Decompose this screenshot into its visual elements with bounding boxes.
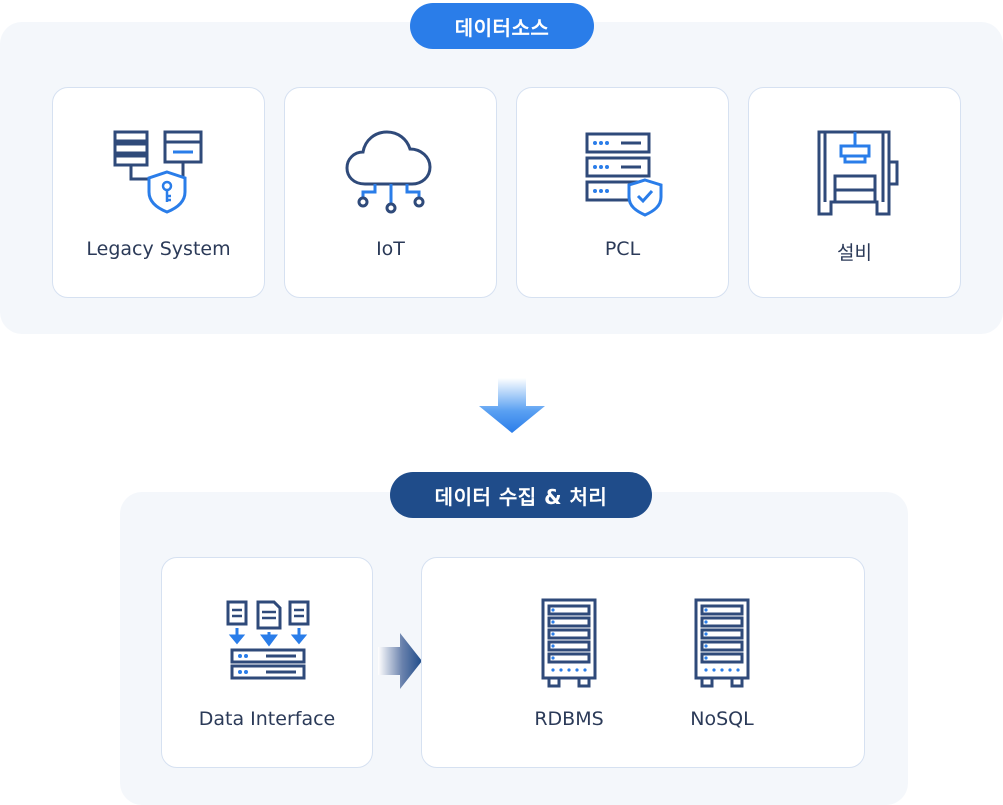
database-label-nosql: NoSQL <box>690 708 754 730</box>
legacy-system-icon <box>113 130 203 214</box>
machine-press-icon <box>817 130 899 216</box>
server-rack-icon <box>694 598 750 688</box>
source-card-equipment: 설비 <box>748 87 961 298</box>
database-card: RDBMS NoSQL <box>421 557 865 768</box>
cloud-iot-icon <box>345 130 432 214</box>
data-processing-title: 데이터 수집 & 처리 <box>390 472 652 518</box>
source-card-pcl: PCL <box>516 87 729 298</box>
source-label-iot: IoT <box>376 238 405 260</box>
data-sources-title: 데이터소스 <box>410 3 594 49</box>
source-label-equipment: 설비 <box>837 242 872 264</box>
source-label-pcl: PCL <box>604 238 641 260</box>
data-interface-icon <box>226 600 310 680</box>
server-shield-icon <box>585 132 663 217</box>
source-label-legacy-system: Legacy System <box>86 238 231 260</box>
source-card-iot: IoT <box>284 87 497 298</box>
data-interface-label: Data Interface <box>198 708 336 730</box>
source-card-legacy-system: Legacy System <box>52 87 265 298</box>
data-interface-card: Data Interface <box>161 557 373 768</box>
database-item-nosql: NoSQL <box>667 598 777 758</box>
arrow-down-icon <box>479 378 545 433</box>
database-label-rdbms: RDBMS <box>534 708 604 730</box>
arrow-right-icon <box>378 633 422 689</box>
server-rack-icon <box>541 598 597 688</box>
database-item-rdbms: RDBMS <box>514 598 624 758</box>
